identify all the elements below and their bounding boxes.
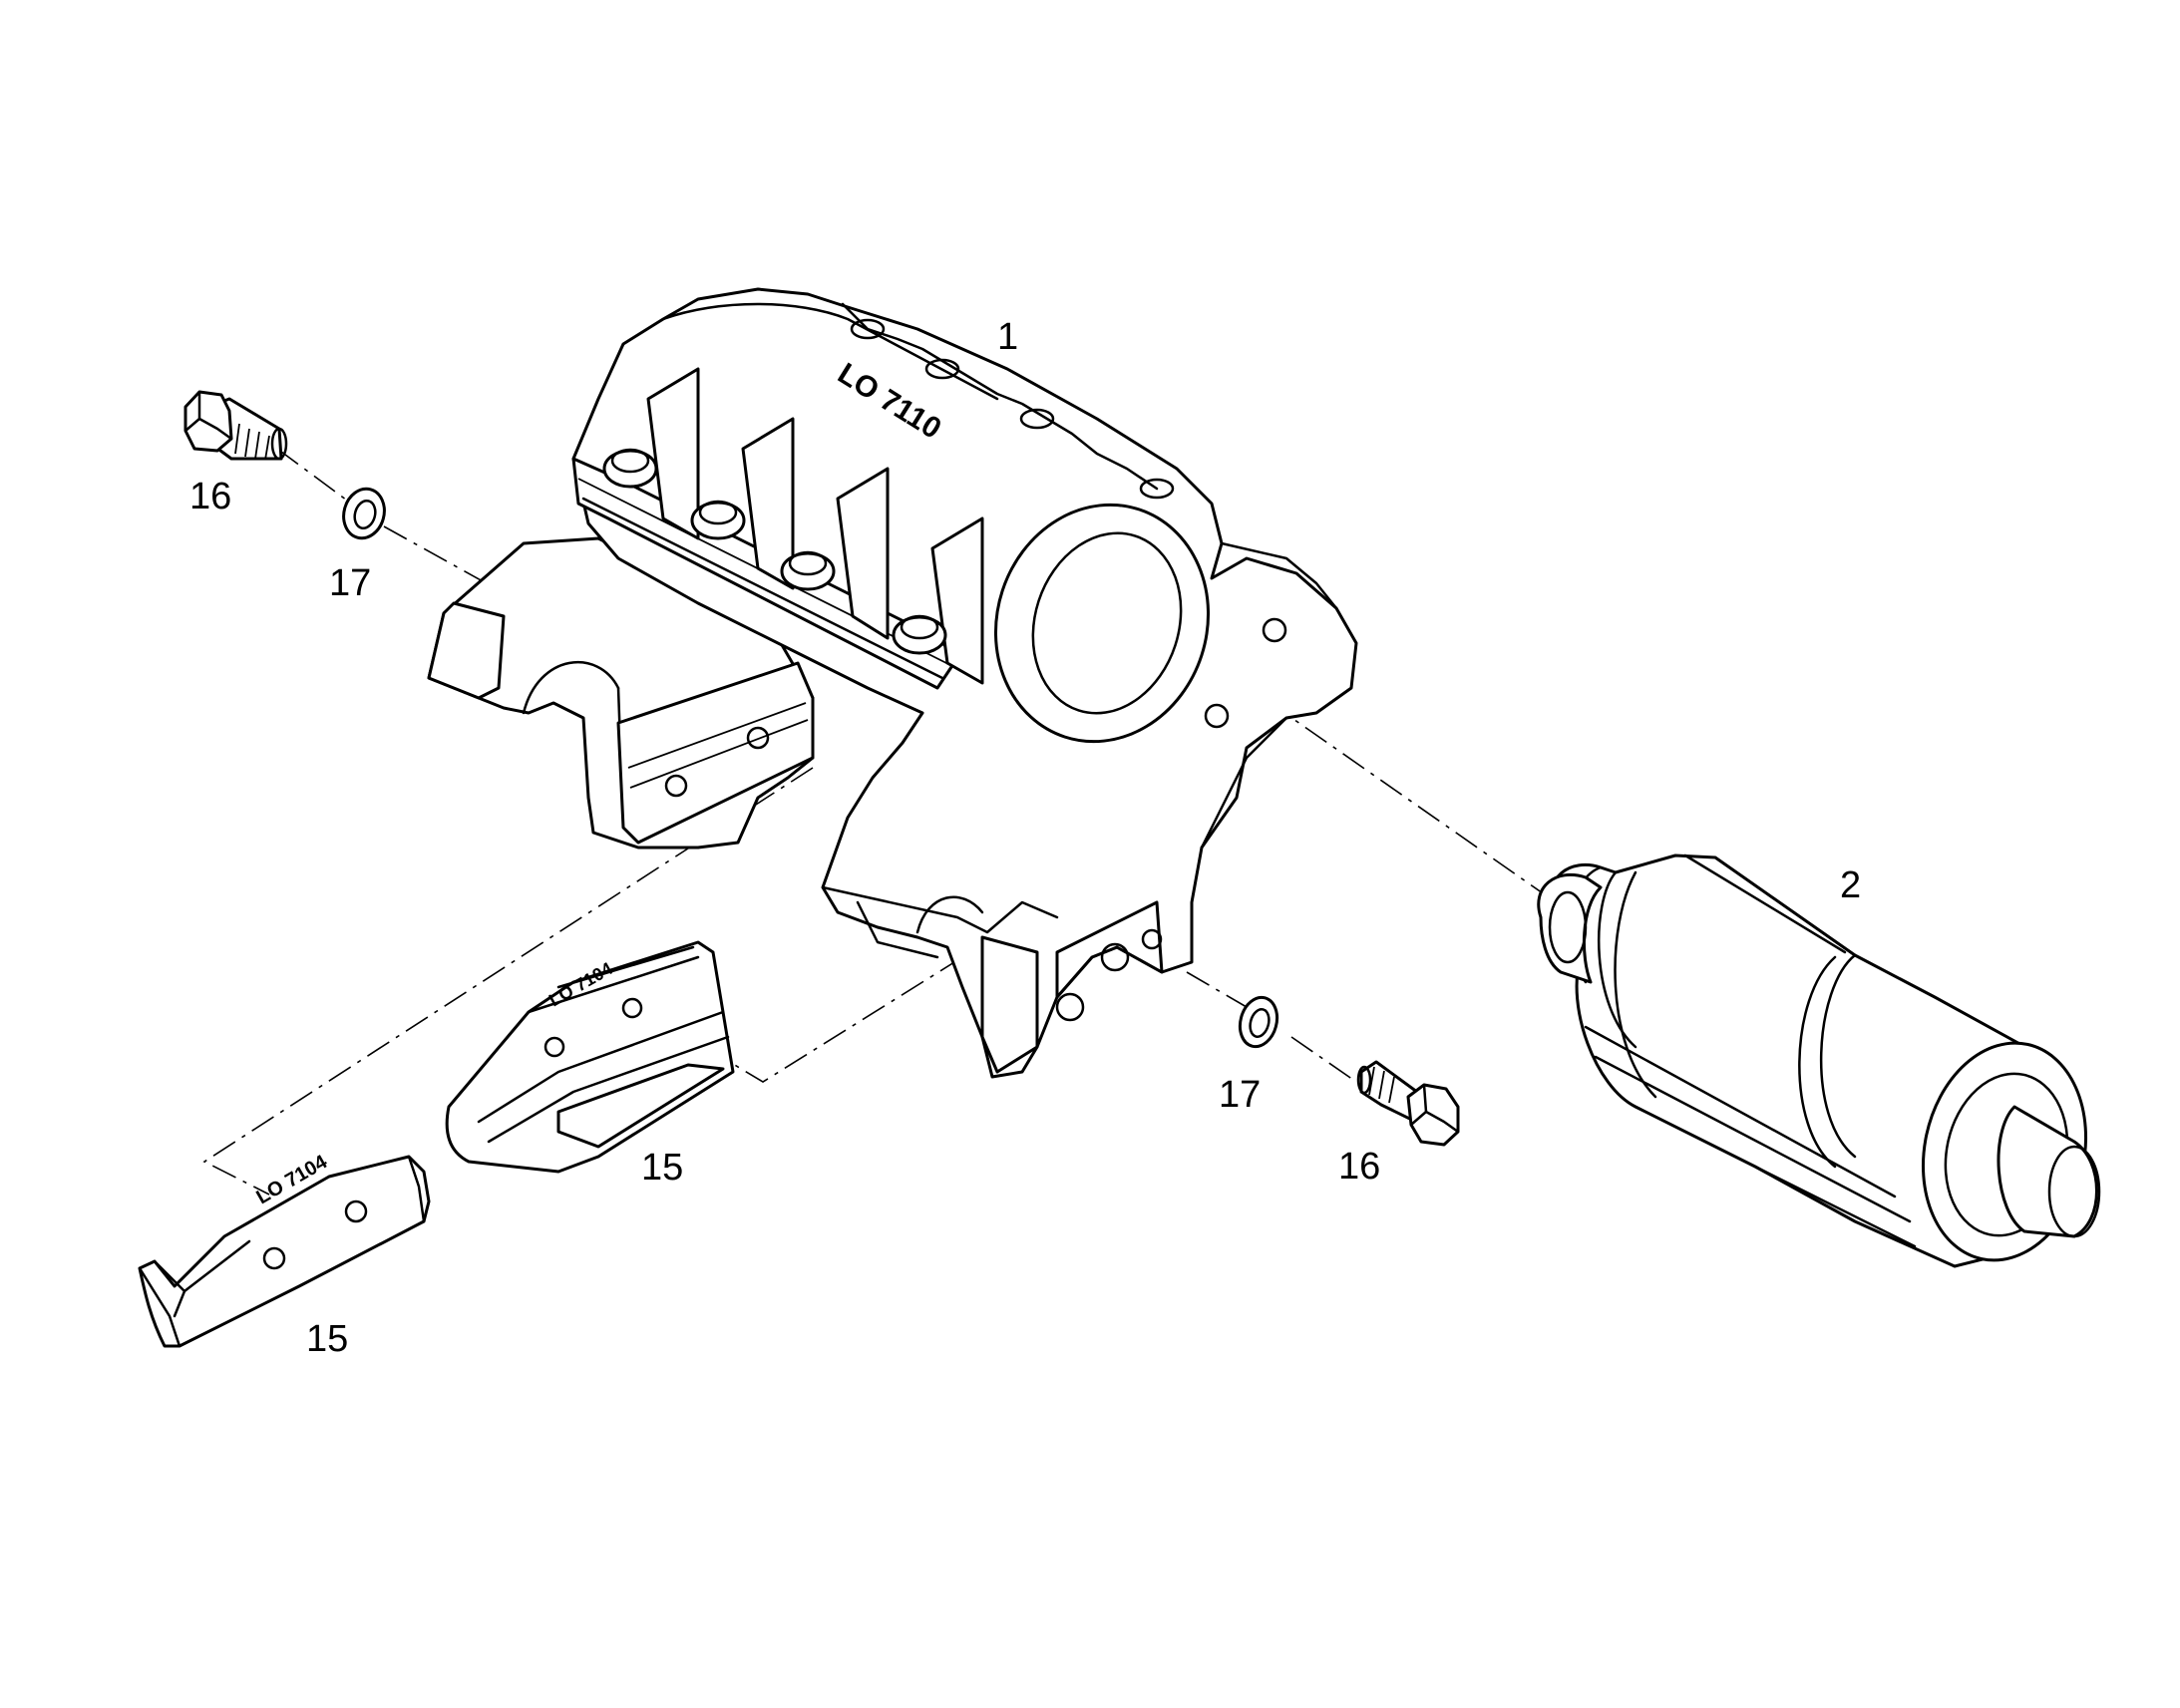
housing-bolt-1	[602, 448, 658, 489]
callout-housing: 1	[997, 316, 1018, 358]
washer-part-right: 17	[1219, 995, 1279, 1116]
housing-part: LO 7110	[427, 287, 1358, 1079]
washer-part-left: 17	[329, 487, 386, 604]
callout-shoe-left: 15	[306, 1318, 348, 1360]
housing-bolt-4	[892, 614, 947, 655]
callout-shoe-right: 15	[641, 1147, 683, 1189]
bolt-part-right: 16	[1338, 1060, 1460, 1188]
housing-bolt-2	[690, 500, 746, 540]
callout-bolt-left: 16	[189, 476, 231, 517]
roller-part: 2	[1537, 854, 2101, 1268]
callout-washer-right: 17	[1219, 1074, 1261, 1116]
shoe-part-left: LO 7104 15	[138, 1151, 431, 1360]
bolt-part-left: 16	[183, 390, 288, 517]
housing-bolt-3	[780, 550, 836, 591]
shoe-part-right: LO 7104 15	[445, 940, 735, 1189]
callout-roller: 2	[1840, 864, 1861, 906]
callout-bolt-right: 16	[1338, 1146, 1380, 1188]
callout-washer-left: 17	[329, 562, 371, 604]
